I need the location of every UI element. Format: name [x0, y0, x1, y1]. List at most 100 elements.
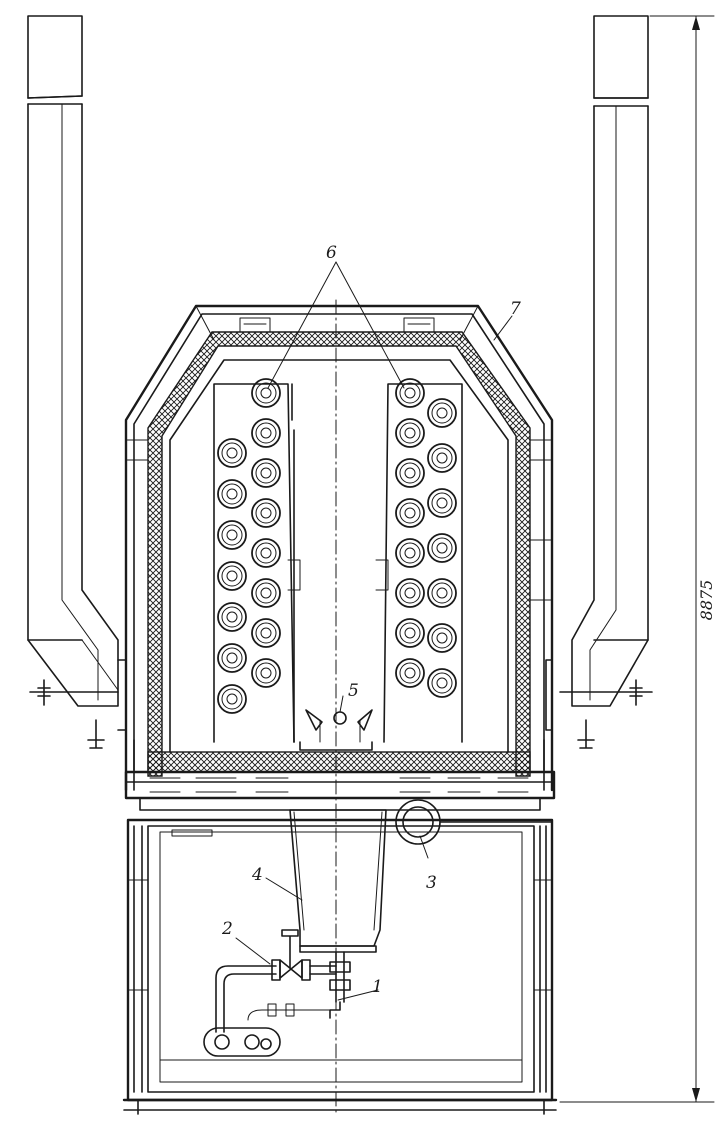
tube-circle — [255, 502, 277, 524]
height-dimension: 8875 — [559, 15, 716, 1103]
left-flue-pipe — [27, 15, 127, 749]
tube-circle — [260, 627, 272, 639]
tube-circle — [427, 623, 457, 653]
label-5: 5 — [348, 681, 359, 701]
tube-circle — [395, 378, 425, 408]
label-1: 1 — [372, 977, 383, 997]
tube-circle — [226, 447, 238, 459]
tube-circle — [251, 418, 281, 448]
tube-circle — [427, 578, 457, 608]
tube-circle — [221, 688, 243, 710]
tube-circle — [427, 443, 457, 473]
tube-circle — [399, 422, 421, 444]
tube-circle — [226, 693, 238, 705]
tube-circle — [395, 578, 425, 608]
tube-circle — [399, 622, 421, 644]
tube-rows — [217, 378, 457, 714]
burners — [299, 709, 373, 751]
tube-circle — [226, 488, 238, 500]
tube-circle — [399, 382, 421, 404]
tube-circle — [255, 622, 277, 644]
tube-circle — [260, 547, 272, 559]
tube-circle — [251, 578, 281, 608]
label-7: 7 — [510, 299, 521, 319]
dimension-value: 8875 — [697, 580, 716, 621]
tube-circle — [399, 502, 421, 524]
right-tube-bank — [375, 383, 463, 743]
tube-circle — [221, 647, 243, 669]
tube-circle — [431, 627, 453, 649]
tube-circle — [217, 438, 247, 468]
tube-circle — [217, 602, 247, 632]
tube-circle — [217, 684, 247, 714]
tube-circle — [427, 668, 457, 698]
tube-circle — [251, 458, 281, 488]
tube-circle — [399, 542, 421, 564]
label-4: 4 — [251, 865, 263, 885]
tube-circle — [399, 662, 421, 684]
tube-circle — [255, 422, 277, 444]
tube-circle — [226, 529, 238, 541]
tube-circle — [255, 662, 277, 684]
tube-circle — [404, 667, 416, 679]
tube-circle — [395, 418, 425, 448]
air-duct — [289, 809, 387, 953]
tube-circle — [260, 507, 272, 519]
tube-circle — [431, 402, 453, 424]
tube-circle — [260, 587, 272, 599]
tube-circle — [395, 618, 425, 648]
tube-circle — [436, 407, 448, 419]
lower-chamber — [122, 818, 558, 1115]
tube-circle — [427, 533, 457, 563]
label-6: 6 — [326, 243, 337, 263]
tube-circle — [431, 492, 453, 514]
tube-circle — [431, 447, 453, 469]
tube-circle — [436, 497, 448, 509]
tube-circle — [404, 627, 416, 639]
tube-circle — [217, 520, 247, 550]
tube-circle — [436, 632, 448, 644]
tube-circle — [399, 582, 421, 604]
tube-circle — [251, 498, 281, 528]
tube-circle — [260, 427, 272, 439]
tube-circle — [221, 442, 243, 464]
tube-circle — [431, 582, 453, 604]
tube-circle — [255, 462, 277, 484]
tube-circle — [217, 479, 247, 509]
tube-circle — [251, 378, 281, 408]
fuel-piping — [203, 929, 351, 1057]
leader-lines — [235, 261, 513, 1001]
tube-circle — [395, 658, 425, 688]
tube-circle — [427, 398, 457, 428]
tube-circle — [221, 565, 243, 587]
insulation-lining — [147, 331, 531, 777]
tube-circle — [436, 587, 448, 599]
tube-circle — [260, 387, 272, 399]
tube-circle — [436, 452, 448, 464]
tube-circle — [399, 462, 421, 484]
left-tube-bank — [213, 383, 301, 743]
label-2: 2 — [221, 919, 233, 939]
tube-circle — [221, 606, 243, 628]
tube-circle — [436, 677, 448, 689]
tube-circle — [255, 542, 277, 564]
tube-circle — [431, 672, 453, 694]
tube-circle — [217, 643, 247, 673]
tube-circle — [404, 387, 416, 399]
tube-circle — [226, 611, 238, 623]
tube-circle — [255, 582, 277, 604]
tube-circle — [260, 667, 272, 679]
right-flue-pipe — [545, 15, 653, 749]
tube-circle — [404, 587, 416, 599]
tube-circle — [436, 542, 448, 554]
label-3: 3 — [426, 873, 437, 893]
tube-circle — [404, 547, 416, 559]
tube-circle — [251, 538, 281, 568]
tube-circle — [260, 467, 272, 479]
drum-3 — [395, 799, 553, 845]
tube-circle — [251, 658, 281, 688]
tube-circle — [221, 483, 243, 505]
tube-circle — [255, 382, 277, 404]
